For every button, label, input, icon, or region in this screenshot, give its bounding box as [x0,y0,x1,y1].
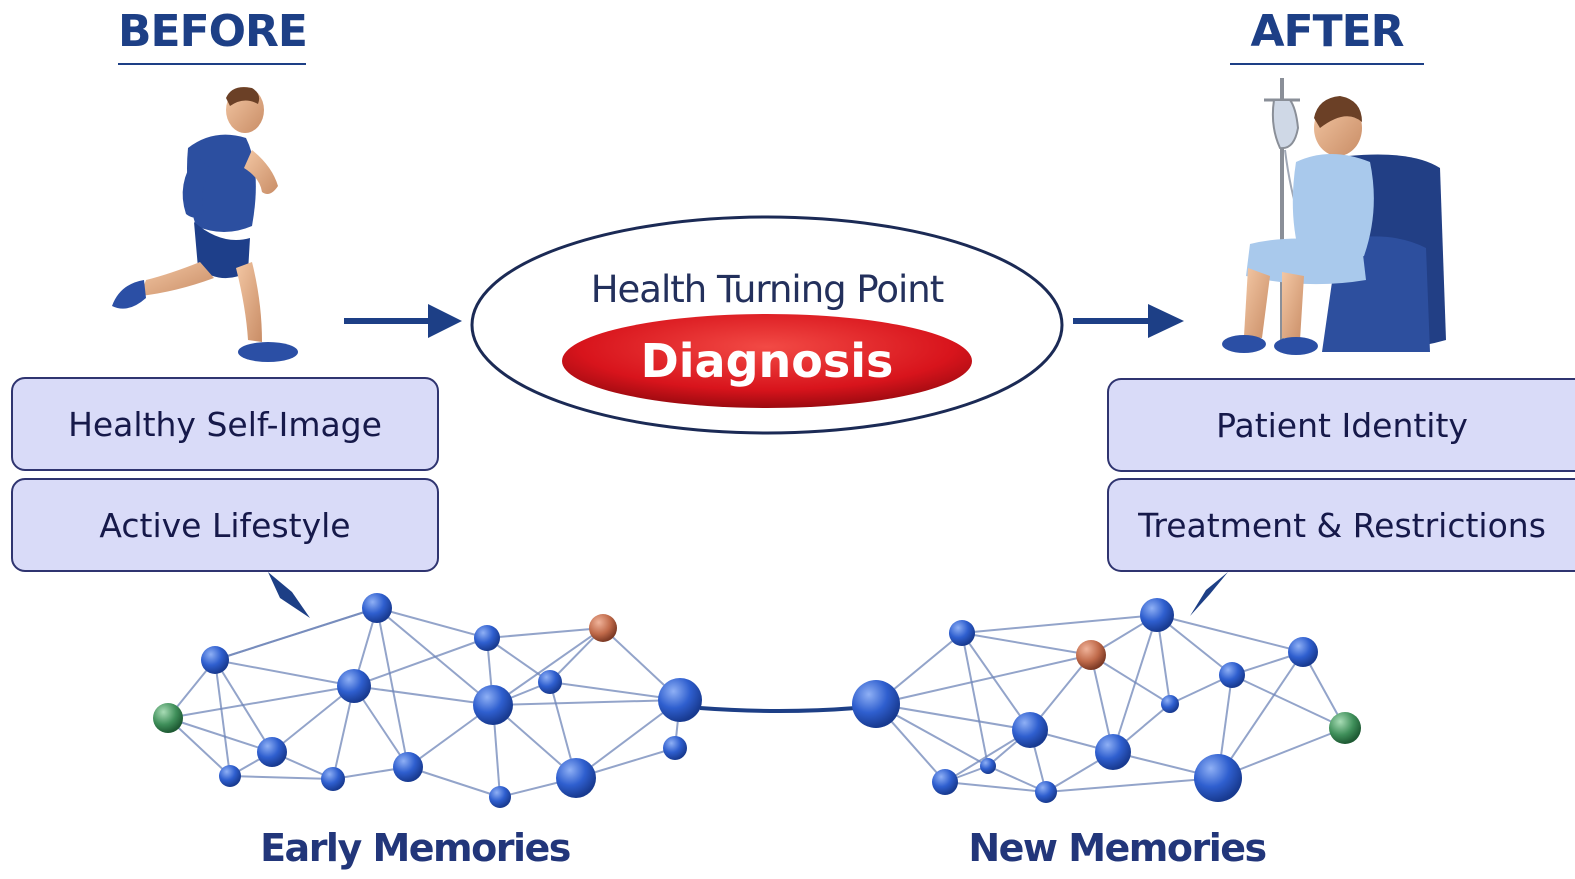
network-edge [376,607,409,768]
memory-node [219,765,241,787]
network-edge [214,659,273,753]
network-edge [353,685,494,706]
network-edge [961,632,989,767]
memory-node [852,680,900,728]
network-edge [875,703,1031,731]
active-lifestyle-box: Active Lifestyle [11,478,439,572]
memory-node [1288,637,1318,667]
new-memories-network [852,598,1361,803]
network-edge [271,685,355,753]
memory-node [1035,781,1057,803]
early-memories-label: Early Memories [260,826,571,870]
network-edge [492,699,681,706]
network-edge [961,614,1158,634]
patient-in-chair-icon [1222,78,1446,355]
new-memories-label: New Memories [968,826,1267,870]
network-edge [353,637,488,687]
network-edge [486,627,604,639]
memory-node-green [153,703,183,733]
diagnosis-pill [562,314,972,408]
after-heading: AFTER [1230,6,1424,65]
pointer-before [268,572,310,618]
memory-node-orange [589,614,617,642]
patient-identity-box: Patient Identity [1107,378,1575,472]
early-memories-network [153,593,702,808]
memory-node [1219,662,1245,688]
memory-node [362,593,392,623]
pointer-after [1190,572,1228,616]
memory-node [1140,598,1174,632]
network-edge [1156,614,1304,653]
memory-node [1161,695,1179,713]
network-edge [376,607,488,639]
before-heading: BEFORE [118,6,308,65]
memory-node [538,670,562,694]
network-edge [167,717,273,753]
memory-node [393,752,423,782]
memory-node [474,625,500,651]
network-edge [1045,777,1219,793]
memory-node [1012,712,1048,748]
network-edge [1231,674,1346,729]
memory-node [473,685,513,725]
memory-node-green [1329,712,1361,744]
network-edge [961,632,1031,731]
network-edge [1112,614,1158,753]
network-edge [492,627,604,706]
turning-point-oval: Health Turning Point Diagnosis [470,215,1064,435]
treatment-restrictions-box: Treatment & Restrictions [1107,478,1575,572]
network-edge [407,766,501,798]
network-bridge [699,706,857,713]
memory-node [980,758,996,774]
memory-node [201,646,229,674]
memory-node [663,736,687,760]
network-edge [214,659,231,777]
diagnosis-label: Diagnosis [641,334,894,388]
network-edge [1217,651,1304,779]
network-edge [214,607,378,661]
network-edge [944,781,1047,793]
arrow-before-to-diagnosis [344,304,462,338]
memory-node [257,737,287,767]
memory-node [337,669,371,703]
memory-node [321,767,345,791]
memory-node [556,758,596,798]
network-edge [961,632,1092,656]
running-man-icon [112,87,298,362]
memory-node [932,769,958,795]
network-edge [1090,654,1171,705]
healthy-self-image-box: Healthy Self-Image [11,377,439,471]
network-edge [875,654,1092,705]
memory-node [1095,734,1131,770]
arrow-diagnosis-to-after [1073,304,1184,338]
memory-node [489,786,511,808]
network-edge [214,659,355,687]
memory-node [658,678,702,722]
turning-point-title: Health Turning Point [591,268,944,311]
network-edge [229,775,334,780]
memory-node [1194,754,1242,802]
network-edge [167,685,355,719]
memory-node [949,620,975,646]
memory-node-orange [1076,640,1106,670]
